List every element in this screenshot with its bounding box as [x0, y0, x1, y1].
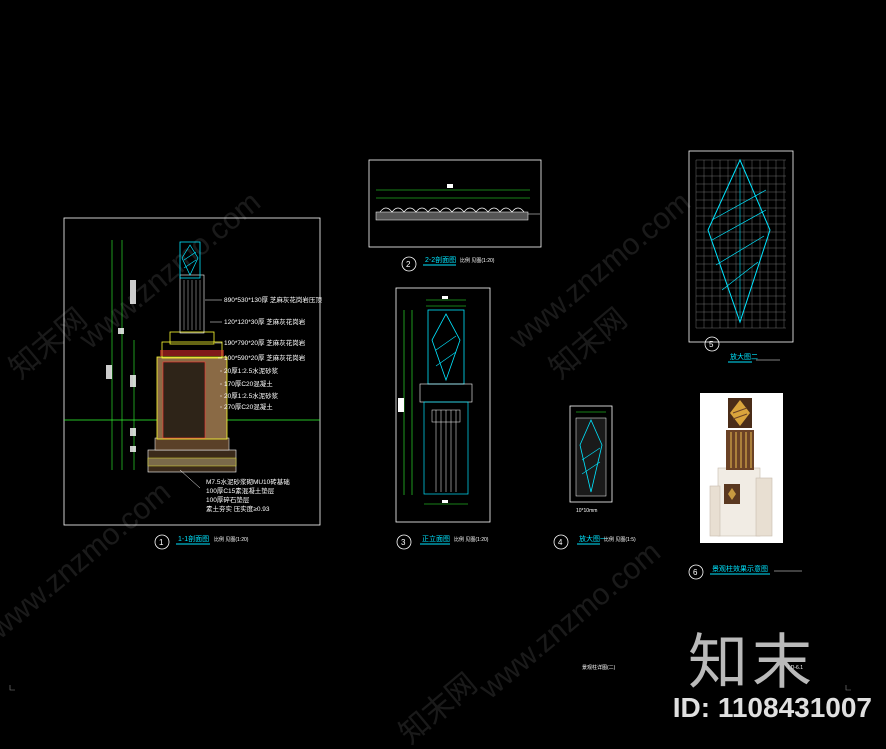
- section-note: 270厚C20混凝土: [224, 402, 273, 411]
- foundation-note: 100厚碎石垫层: [206, 495, 250, 504]
- view-number: 2: [406, 260, 411, 269]
- foundation-note: M7.5水泥砂浆砌MU10砖基础: [206, 477, 290, 486]
- view-title: 1-1剖面图: [178, 534, 209, 543]
- view-title: 放大图二: [730, 352, 758, 361]
- sheet-code: LD-6.1: [788, 665, 803, 671]
- id-label: ID: 1108431007: [672, 692, 872, 723]
- section-note: 890*530*130厚 芝麻灰花岗岩压顶: [224, 295, 322, 304]
- sheet-footer: 景观柱详图(二) LD-6.1: [9, 664, 851, 691]
- view-title: 景观柱效果示意图: [712, 564, 768, 573]
- section-note: 170厚C20混凝土: [224, 379, 273, 388]
- sheet-title: 景观柱详图(二): [582, 664, 616, 671]
- view-subtitle: 比例 见图(1:20): [214, 536, 249, 543]
- view-subtitle: 比例 见图(1:20): [454, 536, 489, 543]
- view-detail-2: 5 放大图二: [688, 150, 794, 363]
- view-number: 6: [693, 568, 698, 577]
- watermark-text: www.znzmo.com: [0, 475, 177, 646]
- view-number: 3: [401, 538, 406, 547]
- section-note: 20厚1:2.5水泥砂浆: [224, 366, 279, 375]
- view-subtitle: 比例 见图(1:5): [604, 536, 636, 543]
- foundation-note: 100厚C15素混凝土垫层: [206, 486, 275, 495]
- watermark-text: www.znzmo.com: [73, 185, 267, 356]
- detail-label: 10*10mm: [576, 508, 597, 514]
- watermark-cn: 知末网: [3, 302, 93, 385]
- foundation-note: 素土夯实 压实度≥0.93: [206, 504, 270, 513]
- view-number: 1: [159, 538, 164, 547]
- view-detail-1: 10*10mm 4 放大图一 比例 见图(1:5): [553, 405, 636, 550]
- view-frame: [569, 405, 613, 503]
- section-note: 120*120*30厚 芝麻灰花岗岩: [224, 317, 306, 326]
- watermark-text: www.znzmo.com: [473, 535, 667, 706]
- view-section-2: 2 2-2剖面图 比例 见图(1:20): [368, 159, 542, 272]
- section-note: 20厚1:2.5水泥砂浆: [224, 391, 279, 400]
- view-elevation: 3 正立面图 比例 见图(1:20): [395, 287, 491, 550]
- section-note: 100*590*20厚 芝麻灰花岗岩: [224, 353, 306, 362]
- view-frame: [688, 150, 794, 343]
- view-frame: [63, 217, 321, 526]
- view-title: 2-2剖面图: [425, 255, 456, 264]
- brand-logo: 知末: [688, 628, 816, 698]
- view-section-1: 890*530*130厚 芝麻灰花岗岩压顶 120*120*30厚 芝麻灰花岗岩…: [63, 217, 322, 550]
- watermark-cn: 知末网: [393, 667, 483, 749]
- view-rendering: 6 景观柱效果示意图: [688, 393, 802, 580]
- view-frame: [395, 287, 491, 523]
- view-number: 4: [558, 538, 563, 547]
- view-number: 5: [709, 340, 714, 349]
- view-title: 正立面图: [422, 534, 450, 543]
- view-frame: [368, 159, 542, 248]
- view-subtitle: 比例 见图(1:20): [460, 257, 495, 264]
- view-title: 放大图一: [579, 534, 607, 543]
- section-note: 190*790*20厚 芝麻灰花岗岩: [224, 338, 306, 347]
